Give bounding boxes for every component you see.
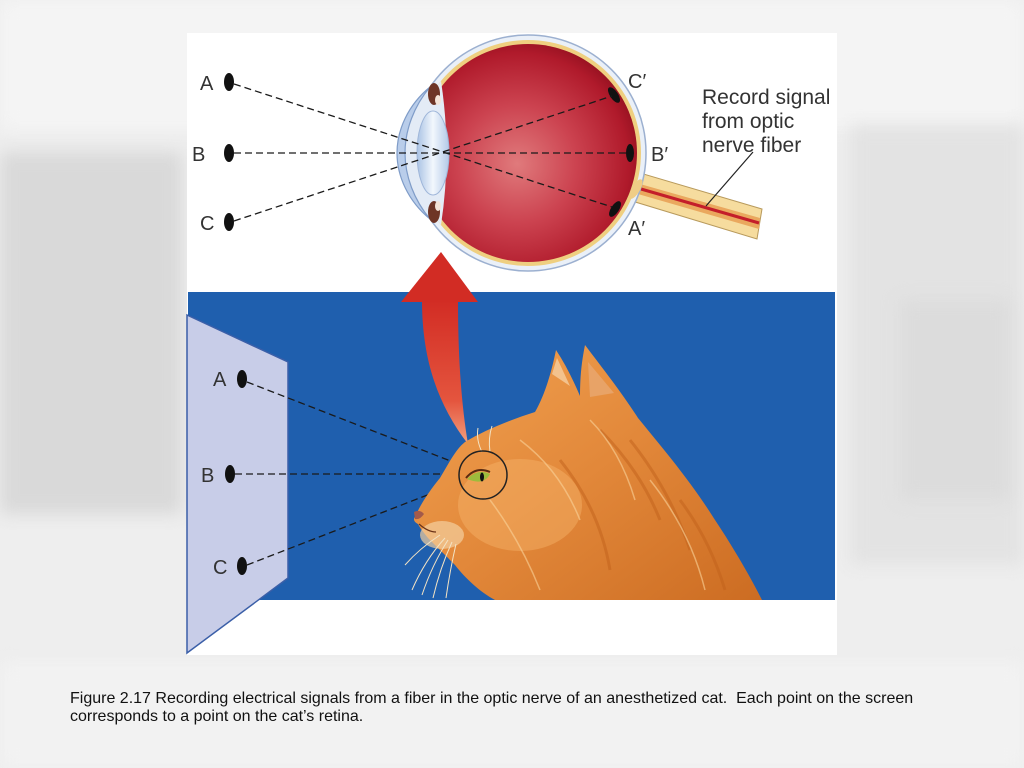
cat-cheek-highlight: [458, 459, 582, 551]
figure-caption: Figure 2.17 Recording electrical signals…: [70, 690, 918, 725]
whisker: [411, 537, 446, 591]
retina-label-b-prime: B′: [651, 144, 668, 166]
screen-panel: [186, 313, 289, 655]
red-arrow-head: [401, 252, 478, 302]
background-right-inner-shade: [900, 300, 1010, 500]
screen-point-a: [237, 370, 247, 388]
fur-stroke: [519, 439, 581, 521]
ray-screen-c: [246, 479, 467, 566]
fur-stroke: [598, 428, 662, 521]
cat-nose: [414, 510, 424, 520]
cat-muzzle: [420, 521, 464, 549]
fur-stroke: [558, 459, 612, 571]
eye-retina-interior: [419, 44, 637, 262]
annotation-line-3: nerve fiber: [702, 134, 801, 157]
ray-screen-a: [246, 381, 467, 468]
eye-ciliary-bottom: [435, 201, 441, 211]
red-arrow: [401, 252, 478, 444]
object-to-retina-rays: [233, 83, 626, 222]
cat-eye-highlight-circle: [458, 450, 508, 500]
screen-point-b: [225, 465, 235, 483]
cat-fur-light-strokes: [489, 419, 706, 591]
cat-eye-pupil: [480, 472, 484, 482]
screen-point-c: [237, 557, 247, 575]
stimulus-screen: A B C: [186, 313, 467, 655]
fur-stroke: [649, 479, 706, 591]
optic-disc: [629, 179, 643, 199]
cat-fur-dark-strokes: [558, 428, 727, 591]
object-label-b: B: [192, 144, 205, 166]
ray-a-to-a-prime: [233, 83, 613, 208]
whisker: [488, 425, 493, 453]
eye-ciliary-top: [435, 95, 441, 105]
object-point-a: [224, 73, 234, 91]
screen-to-eye-rays: [235, 381, 467, 566]
whisker: [421, 539, 449, 596]
retina-point-c-prime: [607, 87, 621, 103]
screen-label-a: A: [213, 369, 227, 391]
cat-head: [404, 345, 762, 600]
whisker: [477, 427, 483, 453]
fur-stroke: [678, 499, 727, 591]
whisker: [445, 543, 457, 599]
retina-point-b-prime: [626, 144, 634, 162]
annotation-line-2: from optic: [702, 110, 794, 133]
recording-annotation: Record signal from optic nerve fiber: [702, 86, 830, 207]
retina-label-a-prime: A′: [628, 218, 645, 240]
whisker: [404, 534, 441, 566]
object-label-a: A: [200, 73, 214, 95]
cat-front-ear-inner: [552, 358, 570, 386]
red-arrow-shaft: [422, 300, 468, 444]
cat-whiskers: [404, 425, 493, 599]
object-label-c: C: [200, 213, 214, 235]
fur-stroke: [589, 419, 636, 501]
optic-nerve-fiber: [640, 187, 760, 225]
fur-stroke: [489, 499, 541, 591]
object-point-b: [224, 144, 234, 162]
whisker: [432, 541, 453, 599]
eye-diagram: A B C C′ B′ A′ Record signal from optic …: [192, 34, 830, 272]
annotation-pointer-line: [705, 151, 754, 207]
object-point-c: [224, 213, 234, 231]
screen-label-c: C: [213, 557, 227, 579]
background-left-shade: [0, 152, 182, 514]
annotation-line-1: Record signal: [702, 86, 830, 109]
cat-eyelid: [465, 469, 491, 479]
cat-head-silhouette: [414, 345, 762, 600]
ray-c-to-c-prime: [233, 95, 613, 222]
retina-point-a-prime: [609, 201, 621, 217]
cat-eye-iris: [467, 471, 490, 482]
background-bottom-shade: [0, 662, 1024, 768]
cat-back-ear-inner: [588, 362, 614, 397]
cat-mouth: [418, 523, 437, 533]
screen-label-b: B: [201, 465, 214, 487]
retina-label-c-prime: C′: [628, 71, 646, 93]
